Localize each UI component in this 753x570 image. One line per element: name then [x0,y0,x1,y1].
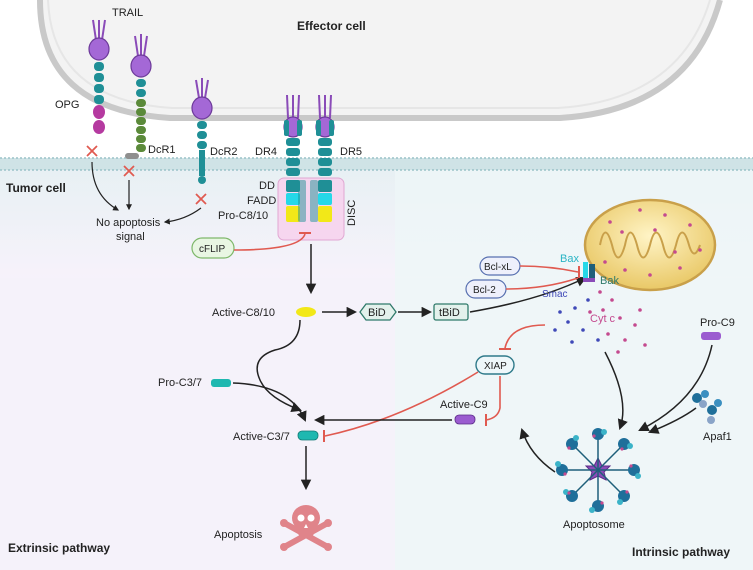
apaf1-label: Apaf1 [703,431,732,443]
mitochondrion [583,198,717,292]
pro-c9-label: Pro-C9 [700,317,735,329]
apaf1-molecule [692,390,722,424]
block-mark-dcr2 [195,193,207,205]
bclxl-label: Bcl-xL [484,262,512,273]
smac-label: Smac [542,289,568,300]
effector-cell-membrane [37,0,723,121]
bcl2-label: Bcl-2 [473,285,496,296]
dr5-receptor [310,94,335,222]
intrinsic-pathway-label: Intrinsic pathway [632,545,730,559]
cflip-inhibition [233,233,306,251]
trail-label: TRAIL [112,7,143,19]
apoptosis-label: Apoptosis [214,529,263,541]
tbid-node [433,303,469,321]
bak-label: Bak [600,275,619,287]
block-mark-opg [86,145,98,157]
active-c9-label: Active-C9 [440,399,488,411]
pro-c8-10-label: Pro-C8/10 [218,210,268,222]
apoptosome-label: Apoptosome [563,519,625,531]
dcr1-receptor [125,34,152,159]
active-c9-node [454,414,476,425]
dd-label: DD [259,180,275,192]
pro-c3-7-label: Pro-C3/7 [158,377,202,389]
tbid-to-mito-arrow [469,276,587,313]
effector-cell-label: Effector cell [297,19,366,33]
dr4-receptor [283,94,306,222]
xiap-inhibits-c9 [485,376,501,421]
bak-pore [589,264,595,278]
released-molecules [553,290,647,354]
cflip-node [191,237,235,259]
bclxl-inhibition [519,265,579,273]
opg-receptor [88,19,110,134]
bid-node [359,303,397,321]
active-c8-10-label: Active-C8/10 [212,307,275,319]
tbid-label: tBiD [439,307,460,319]
fadd-label: FADD [247,195,276,207]
apoptosome [555,428,641,513]
block-mark-dcr1 [123,165,135,177]
disc-label: DISC [346,200,358,226]
bax-label: Bax [560,253,579,265]
apoptosome-to-c9-arrow [519,428,556,473]
xiap-inhibits-c37 [324,371,479,437]
cytc-label: Cyt c [590,313,616,325]
pro-c3-7-node [211,379,231,387]
c810-to-c37-arrow [256,319,302,412]
dcr2-receptor [191,78,213,184]
active-c8-10-node [296,307,316,317]
pro-c9-node [701,332,721,340]
active-c3-7-node [297,430,319,441]
smac-inhibits-xiap [504,324,546,349]
dr5-label: DR5 [340,146,362,158]
extrinsic-pathway-label: Extrinsic pathway [8,541,110,555]
bax-pore [583,262,588,278]
bid-label: BiD [368,307,386,319]
no-apoptosis-signal-label: No apoptosis signal [96,217,163,243]
xiap-node [475,355,515,375]
tumor-cell-membrane [0,157,753,171]
bcl2-inhibition [505,277,579,290]
xiap-label: XIAP [484,361,507,372]
dcr2-label: DcR2 [210,146,238,158]
tumor-cell-label: Tumor cell [6,181,66,195]
opg-label: OPG [55,99,79,111]
dr4-label: DR4 [255,146,277,158]
skull-crossbones-icon [280,505,332,551]
cflip-label: cFLIP [199,244,225,255]
active-c3-7-label: Active-C3/7 [233,431,290,443]
dcr1-label: DcR1 [148,144,176,156]
